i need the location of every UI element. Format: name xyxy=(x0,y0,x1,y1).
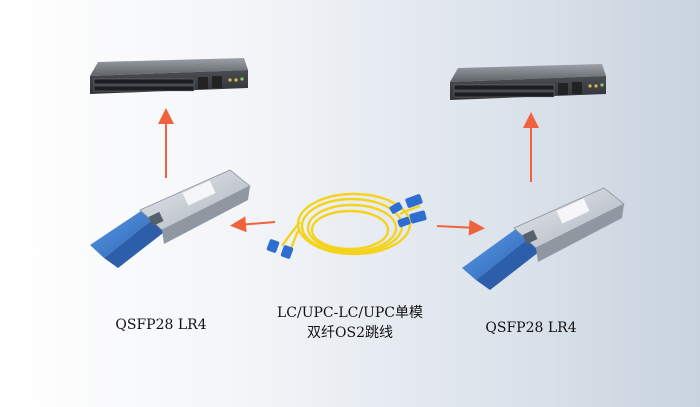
cable-label: LC/UPC-LC/UPC单模 双纤OS2跳线 xyxy=(235,303,465,343)
right-module-label: QSFP28 LR4 xyxy=(485,320,577,336)
left-module-label: QSFP28 LR4 xyxy=(115,317,207,333)
arrow-to-left-module xyxy=(230,216,276,233)
right-transceiver xyxy=(462,187,625,290)
fiber-patch-cable xyxy=(266,192,427,259)
left-switch xyxy=(90,58,248,94)
cable-label-line1: LC/UPC-LC/UPC单模 xyxy=(276,305,424,321)
left-transceiver xyxy=(90,169,251,268)
cable-label-line2: 双纤OS2跳线 xyxy=(307,325,393,341)
right-switch xyxy=(450,64,606,100)
arrow-to-right-module xyxy=(436,219,485,236)
